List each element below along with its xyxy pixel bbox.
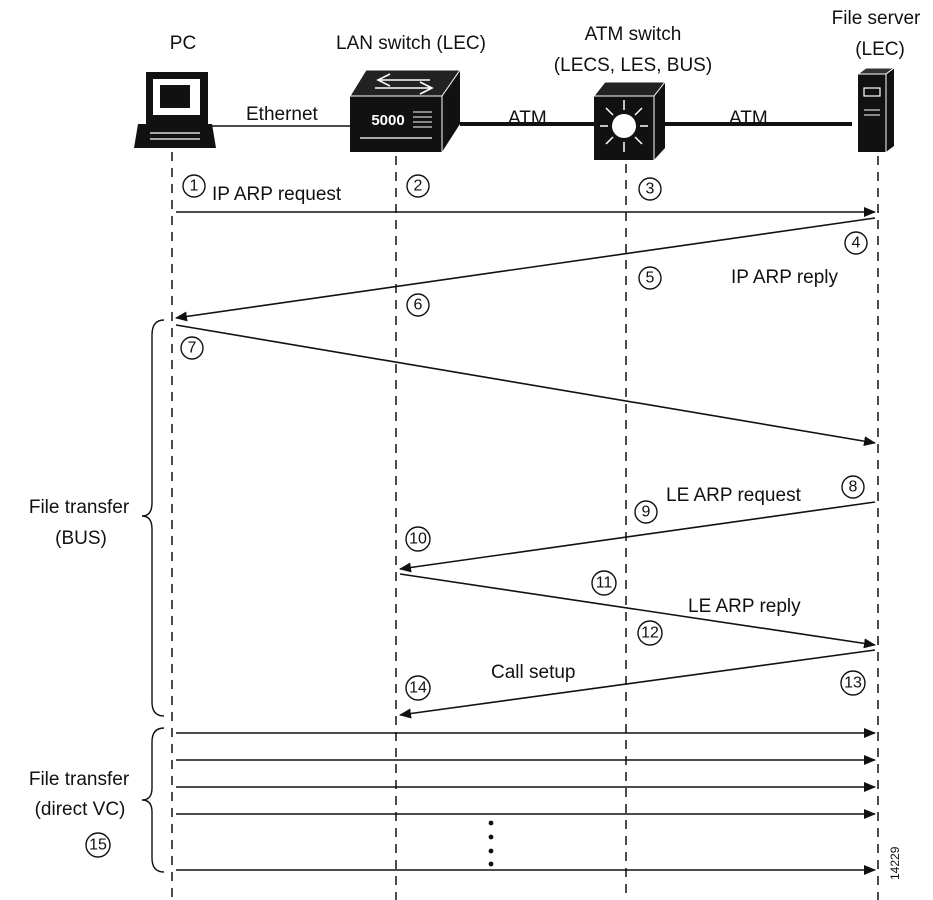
- svg-text:4: 4: [852, 235, 861, 252]
- svg-text:11: 11: [596, 575, 613, 592]
- svg-text:5: 5: [646, 270, 655, 287]
- ethernet-label: Ethernet: [246, 104, 319, 125]
- figure-id: 14229: [888, 846, 902, 880]
- call-setup-label: Call setup: [491, 662, 576, 683]
- bus-phase-label-line1: File transfer: [29, 497, 130, 518]
- step-marker: 5: [638, 266, 662, 290]
- step-marker: 8: [841, 475, 865, 499]
- vc-phase-label-line1: File transfer: [29, 769, 130, 790]
- ip-arp-reply-arrow: [175, 217, 876, 322]
- svg-text:1: 1: [190, 178, 199, 195]
- pc-icon: [134, 72, 216, 148]
- vc-phase-label-line2: (direct VC): [35, 799, 126, 820]
- svg-text:13: 13: [844, 675, 862, 692]
- call-setup-arrow: [399, 649, 876, 719]
- step-marker: 6: [406, 293, 430, 317]
- lan-switch-icon: [349, 69, 461, 152]
- bus-transfer-arrow: [175, 324, 876, 447]
- svg-text:10: 10: [409, 531, 427, 548]
- lan-switch-label: LAN switch (LEC): [336, 33, 486, 54]
- atm-right-label: ATM: [729, 108, 768, 129]
- le-arp-request-arrow: [399, 501, 876, 573]
- step-marker: 1: [182, 174, 206, 198]
- svg-text:6: 6: [414, 297, 423, 314]
- file-server-label-line1: File server: [832, 8, 921, 29]
- step-marker: 11: [591, 570, 617, 596]
- svg-text:3: 3: [646, 181, 655, 198]
- ip-arp-reply-label: IP ARP reply: [731, 267, 839, 288]
- step-marker: 4: [844, 231, 868, 255]
- pc-label: PC: [170, 33, 196, 54]
- step-marker: 12: [637, 620, 663, 646]
- continuation-dots: [488, 820, 494, 867]
- svg-text:12: 12: [641, 625, 659, 642]
- lan-switch-model-badge: 5000: [371, 112, 404, 129]
- svg-text:2: 2: [414, 178, 423, 195]
- atm-switch-label-line1: ATM switch: [585, 24, 682, 45]
- svg-text:9: 9: [642, 504, 651, 521]
- step-marker: 13: [840, 670, 866, 696]
- file-server-label-line2: (LEC): [855, 39, 905, 60]
- atm-switch-icon: [592, 81, 667, 160]
- atm-left-label: ATM: [508, 108, 547, 129]
- step-marker: 15: [85, 832, 111, 858]
- file-server-icon: [856, 67, 896, 152]
- svg-text:14: 14: [409, 680, 427, 697]
- step-marker: 10: [405, 526, 431, 552]
- svg-text:15: 15: [89, 837, 107, 854]
- step-marker: 2: [406, 174, 430, 198]
- bus-phase-label-line2: (BUS): [55, 528, 107, 549]
- le-arp-reply-arrow: [399, 573, 876, 649]
- step-marker: 3: [638, 177, 662, 201]
- ip-arp-request-label: IP ARP request: [212, 184, 342, 205]
- svg-text:7: 7: [188, 340, 197, 357]
- atm-switch-label-line2: (LECS, LES, BUS): [554, 55, 712, 76]
- bus-phase-brace: [141, 319, 165, 717]
- step-marker: 9: [634, 500, 658, 524]
- step-marker: 7: [180, 336, 204, 360]
- step-marker: 14: [405, 675, 431, 701]
- direct-vc-phase-brace: [141, 727, 165, 873]
- le-arp-request-label: LE ARP request: [666, 485, 802, 506]
- svg-text:8: 8: [849, 479, 858, 496]
- le-arp-reply-label: LE ARP reply: [688, 596, 801, 617]
